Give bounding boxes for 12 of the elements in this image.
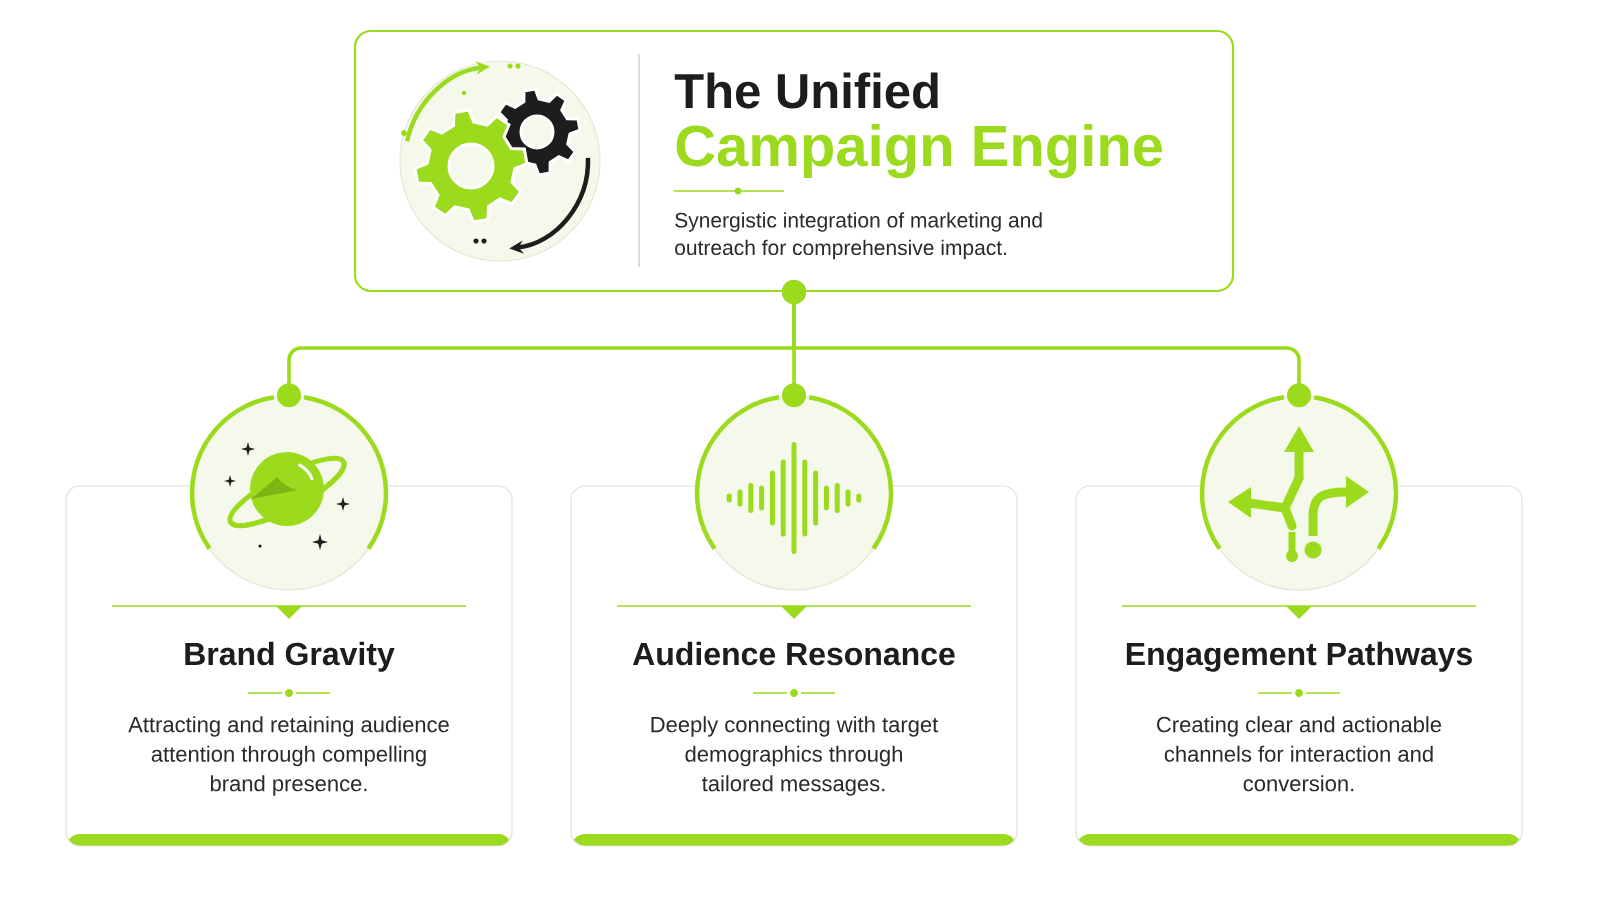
- card-title: Brand Gravity: [185, 641, 395, 672]
- title: The Unified: [674, 72, 938, 109]
- icon-circle: [696, 395, 892, 591]
- icon-circle: [1201, 395, 1397, 591]
- card-title: Engagement Pathways: [1126, 641, 1472, 672]
- connector-line: [782, 280, 1311, 408]
- card-title: Audience Resonance: [633, 641, 955, 666]
- card-description: Creating clear and actionable channels for interaction and conversion.: [1157, 716, 1442, 792]
- card-description: Deeply connecting with target demographics through tailored messages.: [651, 716, 939, 796]
- card-description: Attracting and retaining audience attention through compelling brand presence.: [128, 716, 449, 796]
- title: Campaign Engine: [676, 123, 1163, 179]
- description: Synergistic integration of marketing and outreach for comprehensive impact.: [675, 212, 1042, 260]
